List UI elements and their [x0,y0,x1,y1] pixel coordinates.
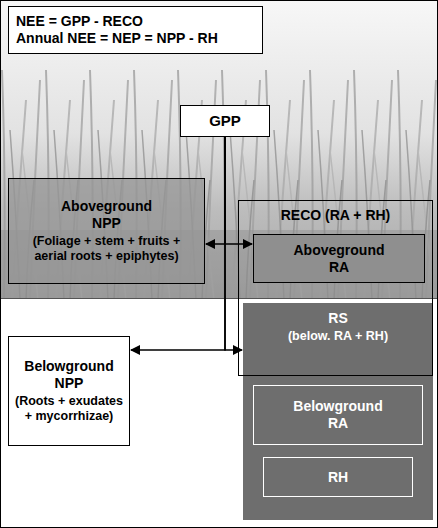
text-group: RS (below. RA + RH) [247,310,429,344]
soil-respiration-block: RS (below. RA + RH) Belowground RA RH [243,303,433,520]
node-body: Annual NEE = NEP = NPP - RH [16,30,218,47]
text-group: RECO (RA + RH) [243,207,428,224]
text-group: Aboveground NPP(Foliage + stem + fruits … [15,198,198,264]
node-heading: RS [328,310,347,327]
node-heading: NEE = GPP - RECO [16,13,143,30]
node-heading: GPP [209,112,241,130]
text-group: GPP [184,112,266,130]
text-group: NEE = GPP - RECOAnnual NEE = NEP = NPP -… [16,13,255,47]
text-group: RH [267,469,409,486]
text-group: Belowground RA [257,398,419,432]
belowground-npp-box: Belowground NPP(Roots + exudates + mycor… [8,336,130,446]
equation-box: NEE = GPP - RECOAnnual NEE = NEP = NPP -… [8,6,263,54]
node-body: (Roots + exudates + mycorrhizae) [15,394,123,424]
node-heading: RH [328,469,348,486]
node-heading: Aboveground RA [289,242,389,276]
node-heading: Belowground NPP [15,358,123,392]
flow-arrow [206,137,225,244]
aboveground-ra-box: Aboveground RA [253,234,425,283]
belowground-ra-box: Belowground RA [253,385,423,445]
node-body: (below. RA + RH) [288,329,388,344]
node-heading: RECO (RA + RH) [281,207,391,224]
aboveground-npp-box: Aboveground NPP(Foliage + stem + fruits … [8,178,205,284]
text-group: Aboveground RA [257,242,421,276]
node-heading: Belowground RA [288,398,388,432]
node-body: (Foliage + stem + fruits + aerial roots … [15,234,198,264]
heterotrophic-respiration-box: RH [263,457,413,497]
text-group: Belowground NPP(Roots + exudates + mycor… [15,358,123,424]
ecosystem-respiration-box: RECO (RA + RH) Aboveground RA [238,200,433,376]
gpp-box: GPP [180,105,270,137]
node-heading: Aboveground NPP [47,198,167,232]
flow-arrow [225,137,242,350]
